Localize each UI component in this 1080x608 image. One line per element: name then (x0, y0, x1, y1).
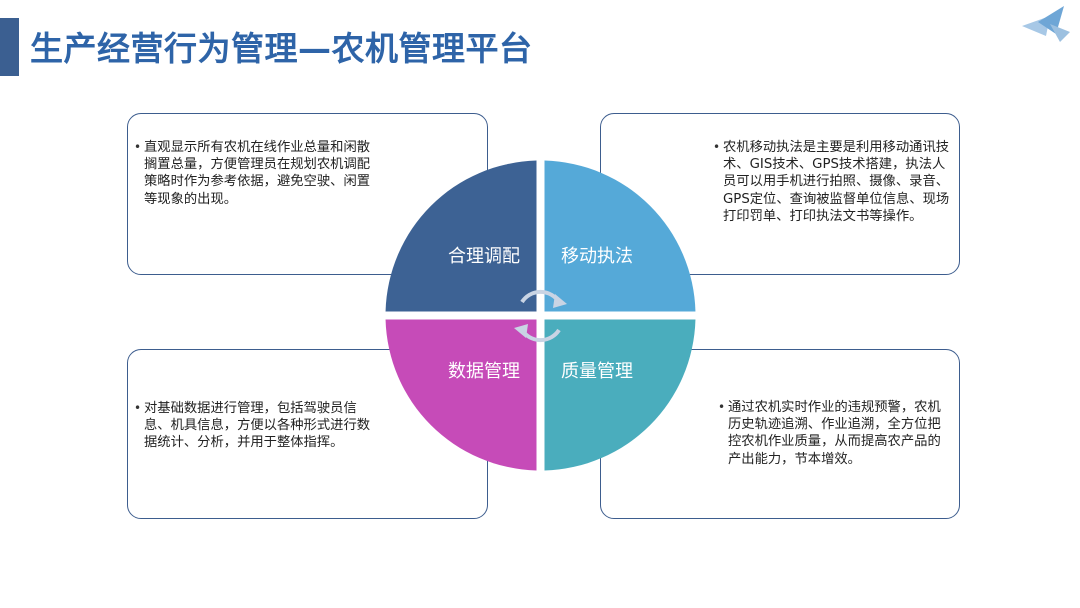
quadrant-label-data-management: 数据管理 (448, 361, 520, 382)
refresh-cycle-icon (514, 289, 567, 343)
desc-reasonable-dispatch: 直观显示所有农机在线作业总量和闲散搁置总量，方便管理员在规划农机调配策略时作为参… (134, 139, 372, 208)
quadrant-label-quality-management: 质量管理 (561, 361, 633, 382)
quadrant-mobile-enforcement (544, 160, 696, 312)
quadrant-reasonable-dispatch (385, 160, 537, 312)
title-accent-bar (0, 18, 19, 76)
desc-mobile-enforcement: 农机移动执法是主要是利用移动通讯技术、GIS技术、GPS技术搭建，执法人员可以用… (713, 139, 955, 225)
quadrant-quality-management (544, 319, 696, 471)
quadrant-data-management (385, 319, 537, 471)
quadrant-label-reasonable-dispatch: 合理调配 (448, 246, 520, 267)
corner-triangles-icon (1022, 6, 1070, 42)
desc-quality-management: 通过农机实时作业的违规预警，农机历史轨迹追溯、作业追溯，全方位把控农机作业质量，… (718, 399, 950, 468)
quadrant-diagram: 合理调配 移动执法 数据管理 质量管理 (385, 160, 696, 471)
quadrant-label-mobile-enforcement: 移动执法 (561, 246, 633, 267)
page-title: 生产经营行为管理—农机管理平台 (30, 29, 533, 68)
desc-data-management: 对基础数据进行管理，包括驾驶员信息、机具信息，方便以各种形式进行数据统计、分析，… (134, 400, 378, 452)
